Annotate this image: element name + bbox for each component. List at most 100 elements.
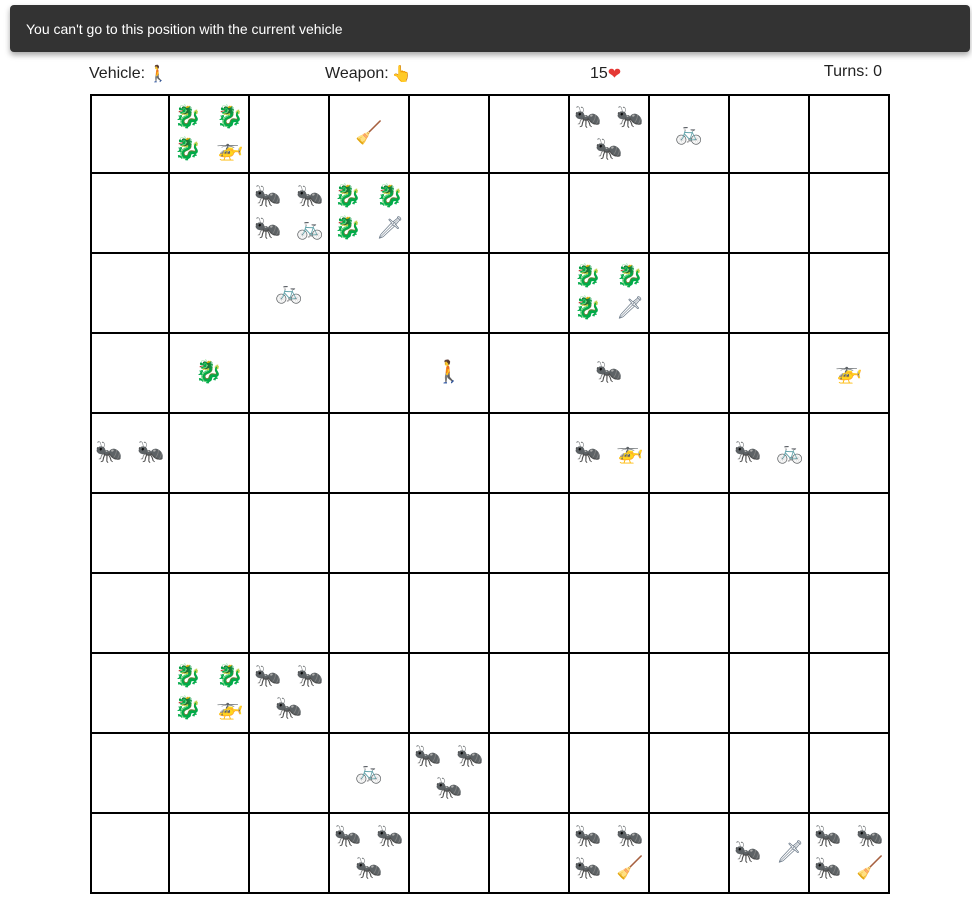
board-cell[interactable]: 🐉 xyxy=(170,334,250,414)
board-cell[interactable] xyxy=(410,254,490,334)
board-cell[interactable] xyxy=(170,174,250,254)
board-cell[interactable] xyxy=(810,574,890,654)
board-cell[interactable] xyxy=(730,254,810,334)
board-cell[interactable]: 🚲 xyxy=(650,94,730,174)
board-cell[interactable] xyxy=(490,574,570,654)
board-cell[interactable] xyxy=(730,734,810,814)
board-cell[interactable] xyxy=(730,494,810,574)
board-cell[interactable]: 🐜🗡 xyxy=(730,814,810,894)
board-cell[interactable] xyxy=(170,494,250,574)
board-cell[interactable] xyxy=(490,814,570,894)
board-cell[interactable]: 🐜🐜🐜 xyxy=(330,814,410,894)
board-cell[interactable]: 🐉🐉🐉🚁 xyxy=(170,654,250,734)
board-cell[interactable] xyxy=(490,494,570,574)
board-cell[interactable] xyxy=(330,254,410,334)
board-cell[interactable] xyxy=(810,254,890,334)
board-cell[interactable] xyxy=(570,574,650,654)
board-cell[interactable] xyxy=(170,254,250,334)
board-cell[interactable] xyxy=(330,654,410,734)
board-cell[interactable] xyxy=(410,574,490,654)
board-cell[interactable] xyxy=(410,94,490,174)
board-cell[interactable]: 🐜🐜 xyxy=(90,414,170,494)
board-cell[interactable] xyxy=(330,574,410,654)
board-cell[interactable] xyxy=(730,94,810,174)
board-cell[interactable] xyxy=(490,334,570,414)
board-cell[interactable]: 🚁 xyxy=(810,334,890,414)
board-cell[interactable] xyxy=(330,494,410,574)
board-cell[interactable] xyxy=(570,654,650,734)
board-cell[interactable] xyxy=(410,814,490,894)
board-cell[interactable] xyxy=(490,254,570,334)
board-cell[interactable] xyxy=(650,574,730,654)
board-cell[interactable]: 🐜🐜🐜🧹 xyxy=(570,814,650,894)
board-cell[interactable] xyxy=(490,654,570,734)
board-cell[interactable] xyxy=(170,734,250,814)
board-cell[interactable] xyxy=(810,174,890,254)
board-cell[interactable] xyxy=(410,414,490,494)
board-cell[interactable] xyxy=(650,814,730,894)
board-cell[interactable] xyxy=(90,494,170,574)
board-cell[interactable] xyxy=(410,654,490,734)
board-cell[interactable]: 🐜 xyxy=(570,334,650,414)
board-cell[interactable] xyxy=(810,94,890,174)
board-cell[interactable] xyxy=(90,734,170,814)
board-cell[interactable] xyxy=(250,494,330,574)
board-cell[interactable] xyxy=(650,734,730,814)
board-cell[interactable] xyxy=(570,174,650,254)
board-cell[interactable] xyxy=(490,174,570,254)
board-cell[interactable] xyxy=(250,814,330,894)
board-cell[interactable] xyxy=(90,254,170,334)
board-cell[interactable] xyxy=(170,574,250,654)
board-cell[interactable] xyxy=(410,174,490,254)
board-cell[interactable] xyxy=(90,94,170,174)
board-cell[interactable]: 🐜🐜🐜 xyxy=(570,94,650,174)
board-cell[interactable]: 🚶 xyxy=(410,334,490,414)
board-cell[interactable] xyxy=(570,734,650,814)
board-cell[interactable] xyxy=(650,174,730,254)
board-cell[interactable]: 🐜🚲 xyxy=(730,414,810,494)
board-cell[interactable] xyxy=(170,414,250,494)
board-cell[interactable] xyxy=(730,334,810,414)
board-cell[interactable] xyxy=(330,334,410,414)
board-cell[interactable] xyxy=(650,334,730,414)
board-cell[interactable]: 🚲 xyxy=(250,254,330,334)
board-cell[interactable]: 🐜🐜🐜🧹 xyxy=(810,814,890,894)
board-cell[interactable] xyxy=(250,734,330,814)
board-cell[interactable] xyxy=(650,494,730,574)
board-cell[interactable] xyxy=(490,94,570,174)
board-cell[interactable] xyxy=(170,814,250,894)
board-cell[interactable] xyxy=(810,494,890,574)
board-cell[interactable]: 🐜🐜🐜 xyxy=(250,654,330,734)
board-cell[interactable] xyxy=(250,574,330,654)
board-cell[interactable] xyxy=(330,414,410,494)
board-cell[interactable] xyxy=(90,174,170,254)
board-cell[interactable] xyxy=(490,414,570,494)
board-cell[interactable] xyxy=(250,414,330,494)
board-cell[interactable] xyxy=(90,574,170,654)
board-cell[interactable] xyxy=(650,414,730,494)
board-cell[interactable]: 🐜🐜🐜 xyxy=(410,734,490,814)
board-cell[interactable]: 🐉🐉🐉🗡 xyxy=(570,254,650,334)
board-cell[interactable]: 🧹 xyxy=(330,94,410,174)
board-cell[interactable] xyxy=(90,654,170,734)
board-cell[interactable]: 🐉🐉🐉🚁 xyxy=(170,94,250,174)
board-cell[interactable] xyxy=(810,734,890,814)
board-cell[interactable] xyxy=(730,174,810,254)
board-cell[interactable] xyxy=(570,494,650,574)
board-cell[interactable] xyxy=(90,814,170,894)
board-cell[interactable] xyxy=(90,334,170,414)
board-cell[interactable] xyxy=(490,734,570,814)
board-cell[interactable] xyxy=(730,574,810,654)
board-cell[interactable]: 🐜🚁 xyxy=(570,414,650,494)
board-cell[interactable] xyxy=(650,654,730,734)
board-cell[interactable] xyxy=(410,494,490,574)
board-cell[interactable] xyxy=(250,94,330,174)
board-cell[interactable]: 🐉🐉🐉🗡 xyxy=(330,174,410,254)
board-cell[interactable] xyxy=(810,414,890,494)
board-cell[interactable] xyxy=(650,254,730,334)
board-cell[interactable] xyxy=(250,334,330,414)
board-cell[interactable] xyxy=(730,654,810,734)
board-cell[interactable] xyxy=(810,654,890,734)
board-cell[interactable]: 🐜🐜🐜🚲 xyxy=(250,174,330,254)
board-cell[interactable]: 🚲 xyxy=(330,734,410,814)
